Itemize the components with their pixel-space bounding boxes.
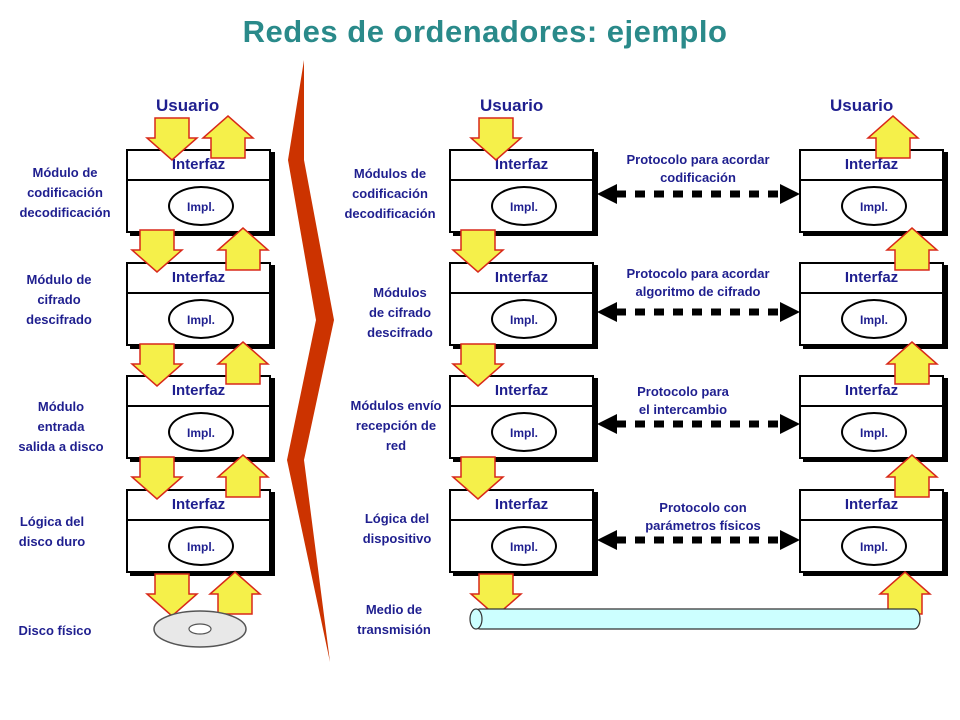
arrow-down-icon (131, 456, 183, 500)
arrow-down-icon (470, 117, 522, 161)
interface-label: Interfaz (128, 151, 269, 181)
module-box: Interfaz Impl. (449, 262, 594, 346)
interface-label: Interfaz (801, 151, 942, 181)
module-box: Interfaz Impl. (449, 375, 594, 459)
interface-label: Interfaz (128, 264, 269, 294)
arrow-up-icon (217, 341, 269, 385)
interface-label: Interfaz (128, 377, 269, 407)
impl-ellipse: Impl. (491, 186, 557, 226)
interface-label: Interfaz (128, 491, 269, 521)
protocol-arrow-1 (597, 184, 800, 204)
module-box: Interfaz Impl. (799, 262, 944, 346)
arrow-up-icon (886, 341, 938, 385)
arrow-down-icon (131, 229, 183, 273)
user-label-right: Usuario (830, 96, 894, 115)
interface-label: Interfaz (451, 377, 592, 407)
page-title: Redes de ordenadores: ejemplo (242, 14, 728, 49)
impl-ellipse: Impl. (841, 186, 907, 226)
interface-label: Interfaz (801, 377, 942, 407)
protocol-arrow-4 (597, 530, 800, 550)
interface-label: Interfaz (451, 491, 592, 521)
interface-label: Interfaz (451, 264, 592, 294)
arrow-down-icon (452, 343, 504, 387)
impl-ellipse: Impl. (841, 526, 907, 566)
protocol-arrow-2 (597, 302, 800, 322)
module-box: Interfaz Impl. (126, 375, 271, 459)
impl-ellipse: Impl. (168, 299, 234, 339)
arrow-up-icon (867, 115, 919, 159)
impl-ellipse: Impl. (841, 412, 907, 452)
arrow-down-icon (452, 456, 504, 500)
module-box: Interfaz Impl. (449, 149, 594, 233)
arrow-up-icon (217, 227, 269, 271)
protocol-arrow-3 (597, 414, 800, 434)
module-box: Interfaz Impl. (799, 489, 944, 573)
transmission-medium (473, 608, 921, 630)
impl-ellipse: Impl. (841, 299, 907, 339)
impl-ellipse: Impl. (168, 412, 234, 452)
arrow-up-icon (886, 227, 938, 271)
arrow-down-icon (146, 573, 198, 617)
arrow-up-icon (217, 454, 269, 498)
arrow-up-icon (209, 571, 261, 615)
module-box: Interfaz Impl. (799, 149, 944, 233)
arrow-up-icon (202, 115, 254, 159)
impl-ellipse: Impl. (491, 526, 557, 566)
left-bottom-label: Disco físico (18, 623, 92, 638)
arrow-down-icon (146, 117, 198, 161)
interface-label: Interfaz (801, 264, 942, 294)
impl-ellipse: Impl. (168, 186, 234, 226)
interface-label: Interfaz (451, 151, 592, 181)
arrow-down-icon (131, 343, 183, 387)
module-box: Interfaz Impl. (126, 149, 271, 233)
module-box: Interfaz Impl. (449, 489, 594, 573)
interface-label: Interfaz (801, 491, 942, 521)
user-label-left: Usuario (156, 96, 220, 115)
user-label-middle: Usuario (480, 96, 544, 115)
arrow-up-icon (886, 454, 938, 498)
impl-ellipse: Impl. (491, 299, 557, 339)
arrow-down-icon (452, 229, 504, 273)
impl-ellipse: Impl. (168, 526, 234, 566)
module-box: Interfaz Impl. (126, 489, 271, 573)
impl-ellipse: Impl. (491, 412, 557, 452)
module-box: Interfaz Impl. (799, 375, 944, 459)
lightning-divider (287, 60, 334, 662)
module-box: Interfaz Impl. (126, 262, 271, 346)
arrow-up-icon (879, 571, 931, 615)
